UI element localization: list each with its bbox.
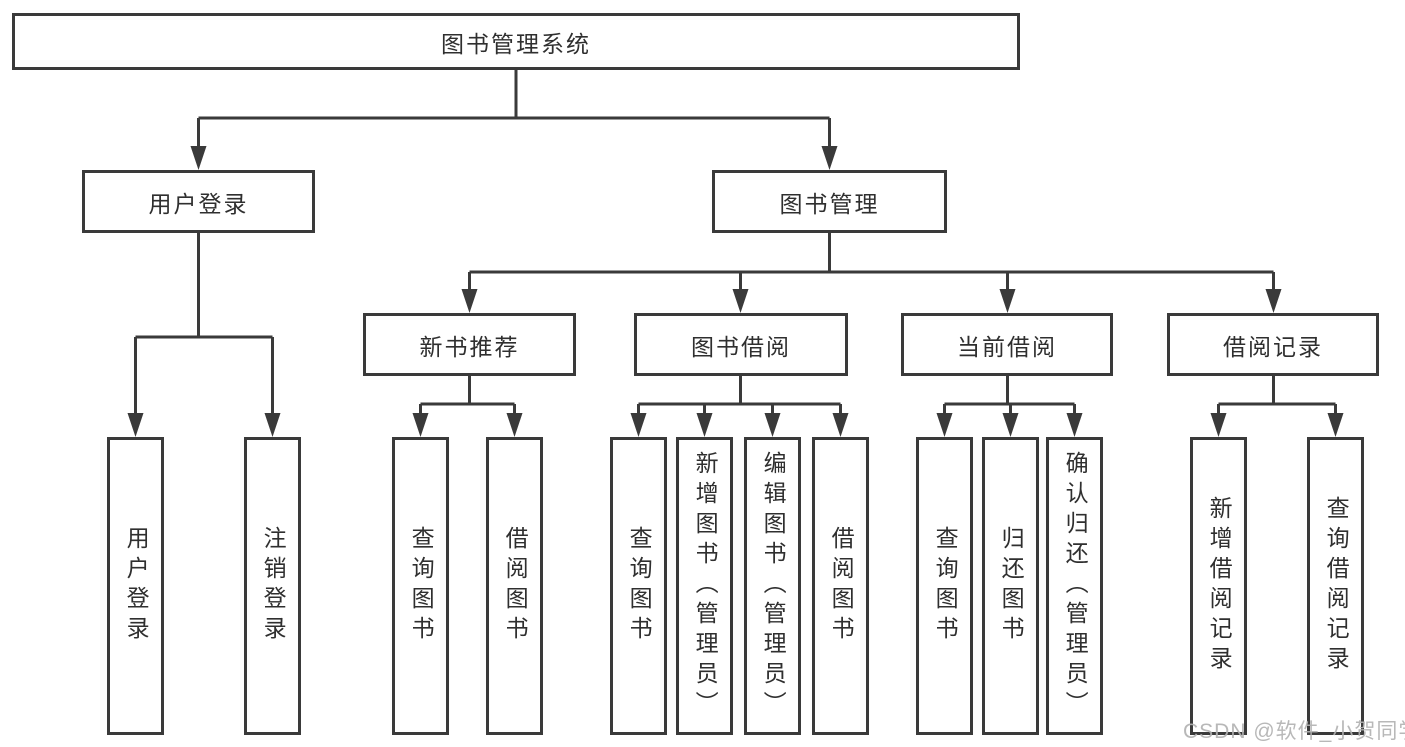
leaf-borrow-book-2: 借阅图书 bbox=[812, 437, 869, 735]
leaf-add-book-admin: 新增图书（管理员） bbox=[676, 437, 733, 735]
node-root: 图书管理系统 bbox=[12, 13, 1020, 70]
leaf-borrow-book-1-label: 借阅图书 bbox=[502, 526, 529, 646]
node-root-label: 图书管理系统 bbox=[441, 30, 591, 57]
node-new-book-recommend: 新书推荐 bbox=[363, 313, 576, 376]
leaf-edit-book-admin-label: 编辑图书（管理员） bbox=[760, 451, 787, 721]
leaf-add-borrow-record-label: 新增借阅记录 bbox=[1206, 496, 1233, 676]
node-book-management: 图书管理 bbox=[712, 170, 947, 233]
leaf-user-login-label: 用户登录 bbox=[123, 526, 150, 646]
leaf-edit-book-admin: 编辑图书（管理员） bbox=[744, 437, 801, 735]
node-book-management-label: 图书管理 bbox=[779, 190, 880, 217]
node-book-borrow-label: 图书借阅 bbox=[691, 333, 791, 360]
leaf-query-book-1-label: 查询图书 bbox=[408, 526, 435, 646]
leaf-user-login: 用户登录 bbox=[107, 437, 164, 735]
node-user-login: 用户登录 bbox=[82, 170, 315, 233]
leaf-add-book-admin-label: 新增图书（管理员） bbox=[692, 451, 719, 721]
leaf-query-borrow-record: 查询借阅记录 bbox=[1307, 437, 1364, 735]
watermark: CSDN @软件_小贺同学 bbox=[1183, 720, 1405, 743]
leaf-query-book-3: 查询图书 bbox=[916, 437, 973, 735]
node-borrow-records: 借阅记录 bbox=[1167, 313, 1379, 376]
node-borrow-records-label: 借阅记录 bbox=[1223, 333, 1323, 360]
leaf-borrow-book-1: 借阅图书 bbox=[486, 437, 543, 735]
leaf-confirm-return-admin-label: 确认归还（管理员） bbox=[1062, 451, 1089, 721]
leaf-query-borrow-record-label: 查询借阅记录 bbox=[1323, 496, 1350, 676]
node-user-login-label: 用户登录 bbox=[148, 190, 249, 217]
leaf-confirm-return-admin: 确认归还（管理员） bbox=[1046, 437, 1103, 735]
node-current-borrow: 当前借阅 bbox=[901, 313, 1113, 376]
leaf-add-borrow-record: 新增借阅记录 bbox=[1190, 437, 1247, 735]
leaf-logout-label: 注销登录 bbox=[260, 526, 287, 646]
node-current-borrow-label: 当前借阅 bbox=[957, 333, 1057, 360]
leaf-return-book-label: 归还图书 bbox=[998, 526, 1025, 646]
leaf-query-book-3-label: 查询图书 bbox=[932, 526, 959, 646]
leaf-query-book-2: 查询图书 bbox=[610, 437, 667, 735]
leaf-query-book-1: 查询图书 bbox=[392, 437, 449, 735]
leaf-logout: 注销登录 bbox=[244, 437, 301, 735]
leaf-query-book-2-label: 查询图书 bbox=[626, 526, 653, 646]
node-new-book-recommend-label: 新书推荐 bbox=[419, 333, 520, 360]
leaf-borrow-book-2-label: 借阅图书 bbox=[828, 526, 855, 646]
node-book-borrow: 图书借阅 bbox=[634, 313, 848, 376]
leaf-return-book: 归还图书 bbox=[982, 437, 1039, 735]
